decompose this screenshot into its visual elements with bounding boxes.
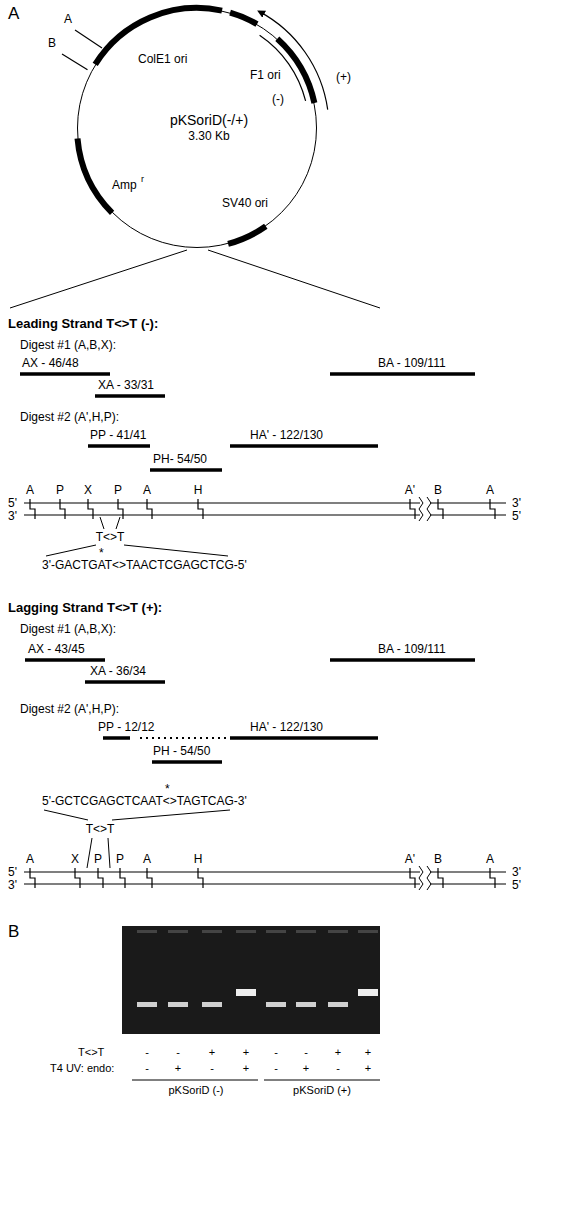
lesion-leaders <box>46 517 228 556</box>
site-letter: A <box>26 852 34 866</box>
lane-group-label: pKSoriD (+) <box>293 1084 351 1097</box>
site-letter: A <box>143 852 151 866</box>
digest-label: Digest #1 (A,B,X): <box>20 622 116 636</box>
f1-strand-arcs <box>259 11 328 109</box>
fragment-label: PP - 12/12 <box>98 720 154 734</box>
zoom-lines <box>10 250 380 308</box>
fragment-label: BA - 109/111 <box>378 356 446 370</box>
fragment-label: PP - 41/41 <box>90 428 146 442</box>
site-letter: A' <box>405 483 415 497</box>
lane-sign: + <box>303 1062 309 1075</box>
lane-sign: + <box>365 1046 371 1059</box>
duplex-leading <box>24 499 506 519</box>
fragment-label: AX - 46/48 <box>22 356 79 370</box>
strand-end: 3' <box>8 509 17 523</box>
fragment-label: BA - 109/111 <box>378 642 446 656</box>
digest-label: Digest #2 (A',H,P): <box>20 410 119 424</box>
fragment-bars <box>20 374 475 762</box>
strand-end: 5' <box>512 878 521 892</box>
region-label: Amp <box>112 178 137 192</box>
plasmid-name: pKSoriD(-/+) <box>170 112 248 129</box>
break-mark <box>419 866 431 890</box>
site-letter: B <box>434 483 442 497</box>
lesion-label: T<>T <box>96 530 125 544</box>
site-leaders <box>62 30 102 70</box>
site-letter: P <box>114 483 122 497</box>
site-letter: P <box>56 483 64 497</box>
section-heading: Leading Strand T<>T (-): <box>8 316 158 331</box>
site-label: A <box>64 12 72 26</box>
fragment-label: HA' - 122/130 <box>250 720 323 734</box>
strand-end: 5' <box>8 865 17 879</box>
site-letter: A <box>486 483 494 497</box>
lesion-label: T<>T <box>86 822 115 836</box>
region-label: SV40 ori <box>222 196 268 210</box>
lesion-leaders <box>44 810 230 868</box>
site-letter: A' <box>405 852 415 866</box>
lane-sign: + <box>243 1046 249 1059</box>
lane-group-label: pKSoriD (-) <box>168 1084 223 1097</box>
lesion-marker: * <box>165 782 170 796</box>
site-letter: A <box>486 852 494 866</box>
region-label: ColE1 ori <box>138 52 187 66</box>
lane-sign: - <box>304 1046 308 1059</box>
fragment-label: XA - 36/34 <box>90 664 146 678</box>
site-label: B <box>48 36 56 50</box>
sequence-text: 3'-GACTGAT<>TAACTCGAGCTCG-5' <box>42 558 247 572</box>
lane-sign: + <box>335 1046 341 1059</box>
lane-sign: - <box>274 1046 278 1059</box>
site-letter: A <box>26 483 34 497</box>
section-heading: Lagging Strand T<>T (+): <box>8 600 162 615</box>
fragment-label: PH- 54/50 <box>153 452 207 466</box>
superscript: r <box>141 174 144 184</box>
strand-label: (-) <box>272 92 284 106</box>
lane-sign: - <box>336 1062 340 1075</box>
lane-sign: - <box>210 1062 214 1075</box>
panel-letter: B <box>8 922 19 942</box>
strand-label: (+) <box>336 70 351 84</box>
duplex-lagging <box>24 868 506 888</box>
lane-sign: + <box>243 1062 249 1075</box>
site-letter: B <box>434 852 442 866</box>
dotted-gap <box>140 737 226 739</box>
lane-sign: + <box>175 1062 181 1075</box>
strand-end: 5' <box>8 496 17 510</box>
break-mark <box>419 497 431 521</box>
site-letter: H <box>194 852 203 866</box>
lane-sign: - <box>274 1062 278 1075</box>
lane-sign: + <box>365 1062 371 1075</box>
fragment-label: AX - 43/45 <box>28 642 85 656</box>
site-letter: A <box>143 483 151 497</box>
fragment-label: HA' - 122/130 <box>250 428 323 442</box>
strand-end: 5' <box>512 509 521 523</box>
region-label: F1 ori <box>250 68 281 82</box>
plasmid-regions <box>78 8 315 244</box>
digest-label: Digest #1 (A,B,X): <box>20 338 116 352</box>
sequence-text: 5'-GCTCGAGCTCAAT<>TAGTCAG-3' <box>42 794 247 808</box>
site-letter: H <box>194 483 203 497</box>
panel-letter: A <box>8 4 19 24</box>
site-letter: P <box>94 852 102 866</box>
lane-sign: - <box>145 1062 149 1075</box>
fragment-label: PH - 54/50 <box>153 744 210 758</box>
lesion-marker: * <box>99 546 104 560</box>
strand-end: 3' <box>8 878 17 892</box>
digest-label: Digest #2 (A',H,P): <box>20 702 119 716</box>
plasmid-size: 3.30 Kb <box>188 129 229 144</box>
group-underlines <box>132 1080 380 1081</box>
site-letter: X <box>84 483 92 497</box>
gel-row-label: T<>T <box>78 1046 104 1059</box>
fragment-label: XA - 33/31 <box>98 378 154 392</box>
site-letter: X <box>71 852 79 866</box>
strand-end: 3' <box>512 496 521 510</box>
site-letter: P <box>116 852 124 866</box>
gel-image <box>122 926 380 1034</box>
gel-row-label: T4 UV: endo: <box>50 1062 114 1075</box>
plasmid-map: pKSoriD(-/+)3.30 Kb <box>77 8 317 248</box>
strand-end: 3' <box>512 865 521 879</box>
lane-sign: - <box>176 1046 180 1059</box>
lane-sign: - <box>145 1046 149 1059</box>
lane-sign: + <box>209 1046 215 1059</box>
